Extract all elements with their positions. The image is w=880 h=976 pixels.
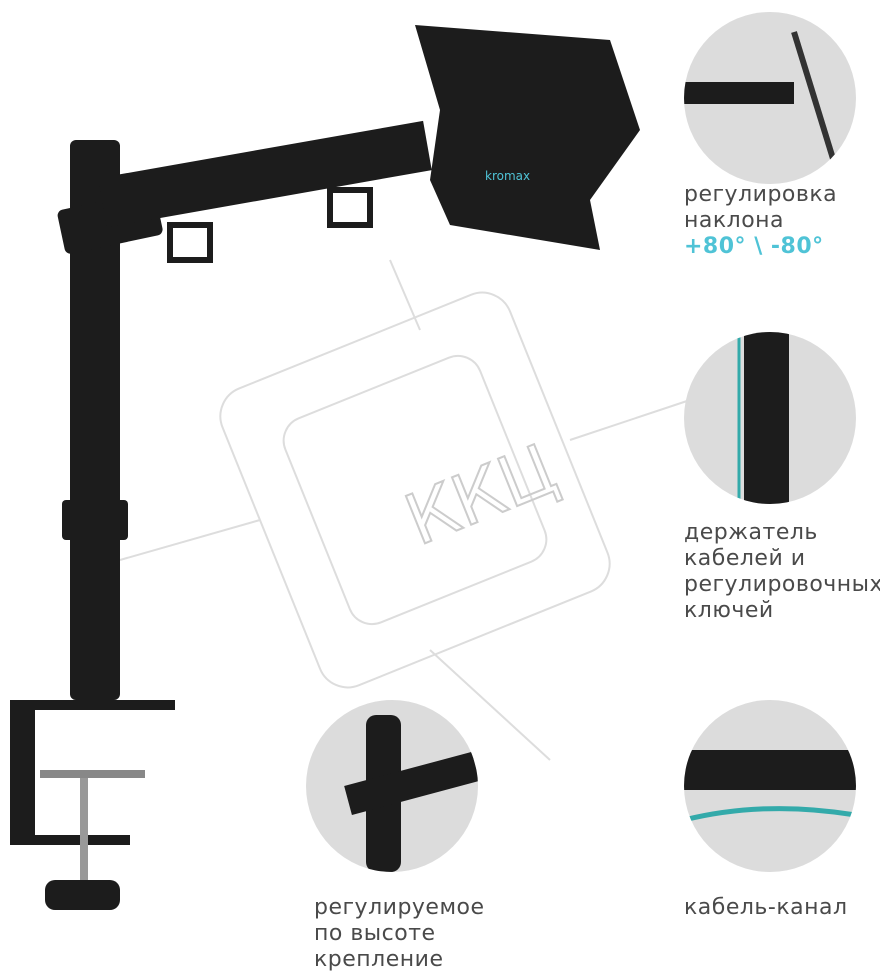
- svg-text:kromax: kromax: [485, 169, 530, 183]
- tilt-range: +80° \ -80°: [684, 234, 824, 259]
- caption-line: регулировка: [684, 182, 838, 207]
- feature-height-adjust: регулируемое по высоте крепление: [314, 895, 485, 973]
- caption-line: держатель: [684, 520, 818, 545]
- caption-line: регулировочных: [684, 572, 880, 597]
- caption-line: кабель-канал: [684, 895, 848, 920]
- feature-cable-holder: держатель кабелей и регулировочных ключе…: [684, 520, 880, 624]
- tilt-detail-image: [684, 12, 856, 184]
- caption-line: по высоте: [314, 921, 436, 946]
- height-adjust-detail-image: [306, 700, 478, 872]
- caption-line: крепление: [314, 947, 444, 972]
- caption-line: ключей: [684, 598, 774, 623]
- cable-holder-detail-image: [684, 332, 856, 504]
- caption-line: регулируемое: [314, 895, 485, 920]
- caption-line: кабелей и: [684, 546, 806, 571]
- caption-line: наклона: [684, 208, 785, 233]
- feature-cable-channel: кабель-канал: [684, 895, 848, 921]
- feature-tilt: регулировка наклона +80° \ -80°: [684, 182, 837, 260]
- cable-channel-detail-image: [684, 700, 856, 872]
